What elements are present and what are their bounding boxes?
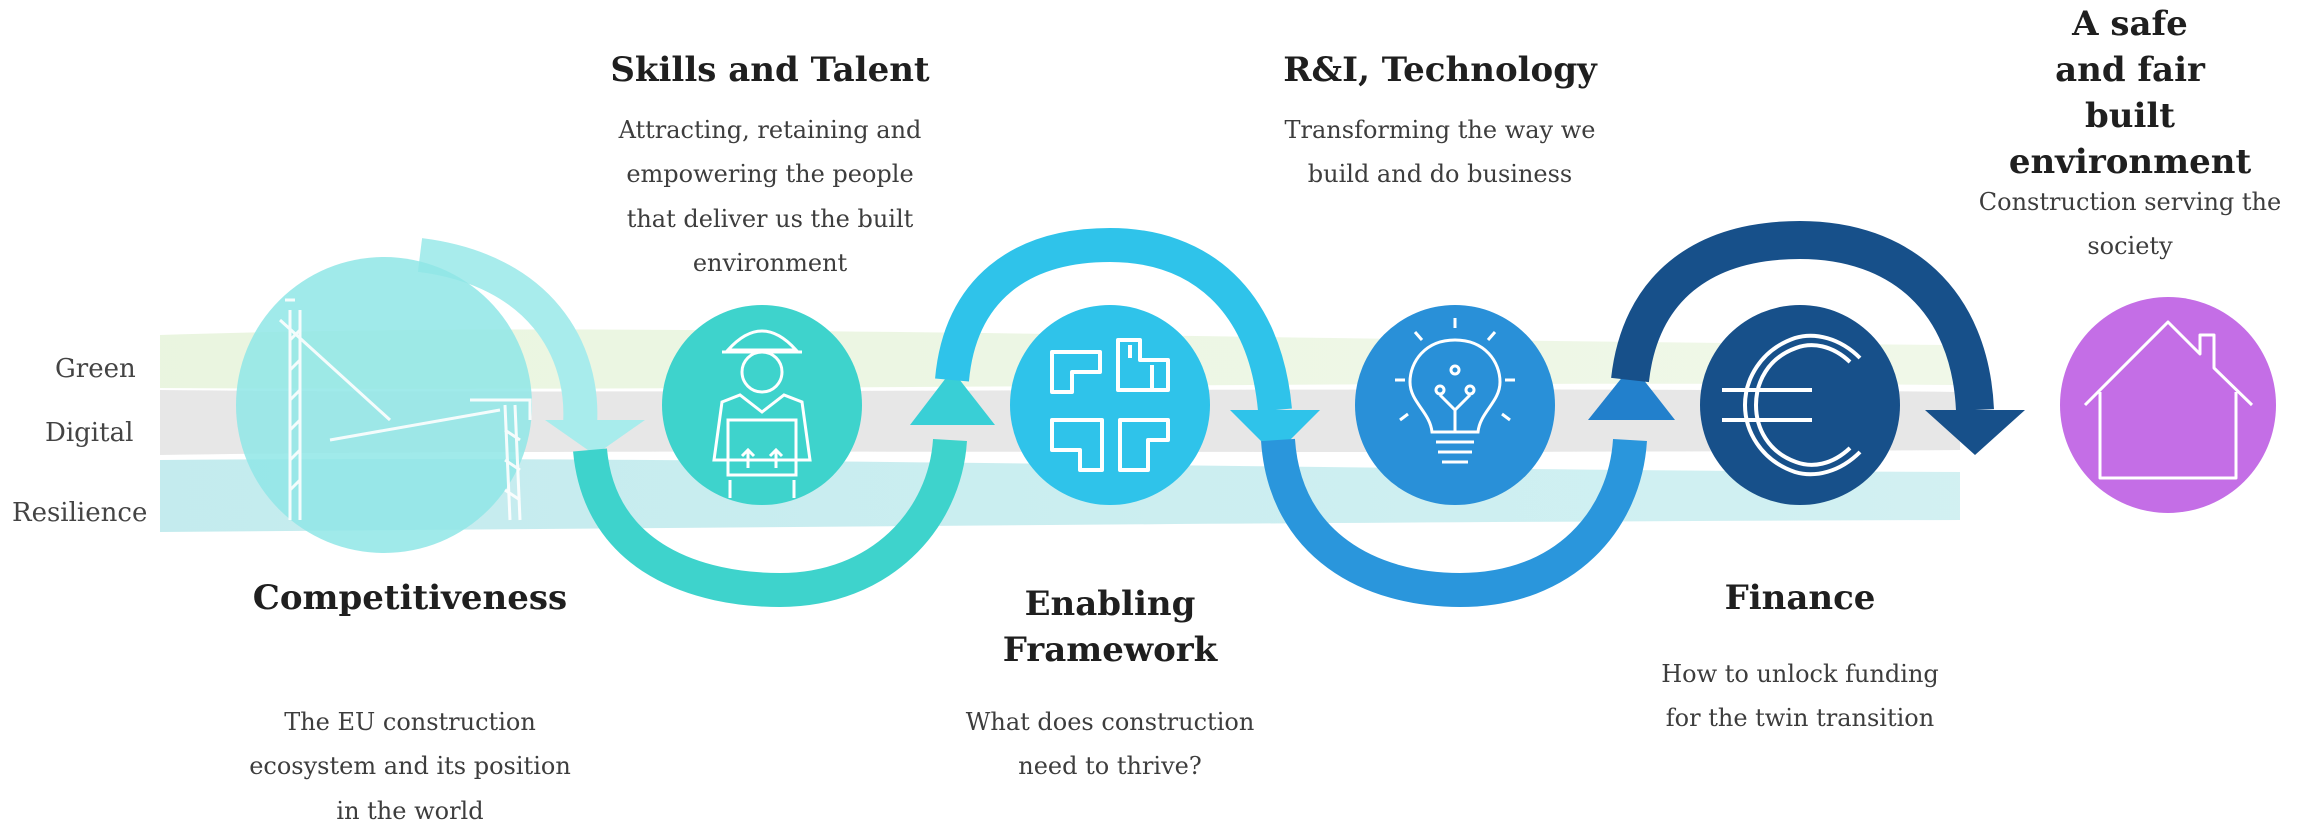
step-circles [236,257,2276,553]
built-environment-title-line: and fair [2055,49,2205,90]
technology-desc-line: build and do business [1307,160,1573,189]
finance-circle [1700,305,1900,505]
skills-desc-line: that deliver us the built [626,204,914,233]
crane-icon [278,298,532,521]
competitiveness-title-line: Competitiveness [252,578,568,618]
enabling-title-line: Framework [1002,629,1218,670]
built-environment-title: A safe and fair built environment [1960,2,2300,186]
enabling-circle [1010,305,1210,505]
built-environment-title-line: built environment [2008,95,2252,182]
competitiveness-desc-line: in the world [336,796,484,825]
enabling-desc-line: What does construction [965,708,1255,736]
competitiveness-description: The EU construction ecosystem and its po… [240,700,580,833]
enabling-title-line: Enabling [1024,584,1196,624]
built-environment-description: Construction serving the society [1960,180,2300,269]
arrow-competitiveness-to-skills [417,238,598,427]
competitiveness-title: Competitiveness [230,576,590,622]
technology-desc-line: Transforming the way we [1284,116,1596,144]
arrow-finance-top [1611,220,1994,412]
band-label-digital: Digital [45,418,133,448]
skills-title-line: Skills and Talent [610,50,930,90]
flow-arrows [417,220,2025,608]
arrow-skills-bottom [573,438,967,608]
finance-desc-line: for the twin transition [1665,704,1935,733]
competitiveness-circle [236,257,532,553]
finance-description: How to unlock funding for the twin trans… [1620,652,1980,741]
skills-description: Attracting, retaining and empowering the… [595,108,945,286]
built-environment-desc-line: Construction serving the [1978,188,2282,216]
finance-title-line: Finance [1724,578,1876,618]
skills-title: Skills and Talent [600,48,940,94]
skills-desc-line: empowering the people [626,160,914,189]
band-label-green: Green [55,354,136,384]
lightbulb-icon [1395,318,1515,464]
technology-description: Transforming the way we build and do bus… [1270,108,1610,197]
skills-desc-line: Attracting, retaining and [618,116,922,144]
built-environment-desc-line: society [2087,232,2173,261]
competitiveness-desc-line: ecosystem and its position [249,752,571,781]
arrow-technology-bottom [1261,438,1647,608]
worker-icon [712,329,812,498]
competitiveness-desc-line: The EU construction [284,708,536,736]
finance-desc-line: How to unlock funding [1661,660,1939,688]
band-label-resilience: Resilience [12,498,147,528]
enabling-desc-line: need to thrive? [1018,752,1202,781]
finance-title: Finance [1660,576,1940,622]
built-environment-title-line: A safe [2072,4,2188,44]
handshake-icon [1050,338,1170,472]
euro-icon [1722,333,1862,477]
technology-title-line: R&I, Technology [1283,50,1597,90]
built-environment-circle [2060,297,2276,513]
house-icon [2083,320,2254,480]
skills-circle [662,305,862,505]
enabling-title: Enabling Framework [960,582,1260,674]
enabling-description: What does construction need to thrive? [940,700,1280,789]
technology-circle [1355,305,1555,505]
arrow-enabling-top [935,227,1292,412]
skills-desc-line: environment [692,249,848,278]
technology-title: R&I, Technology [1270,48,1610,94]
